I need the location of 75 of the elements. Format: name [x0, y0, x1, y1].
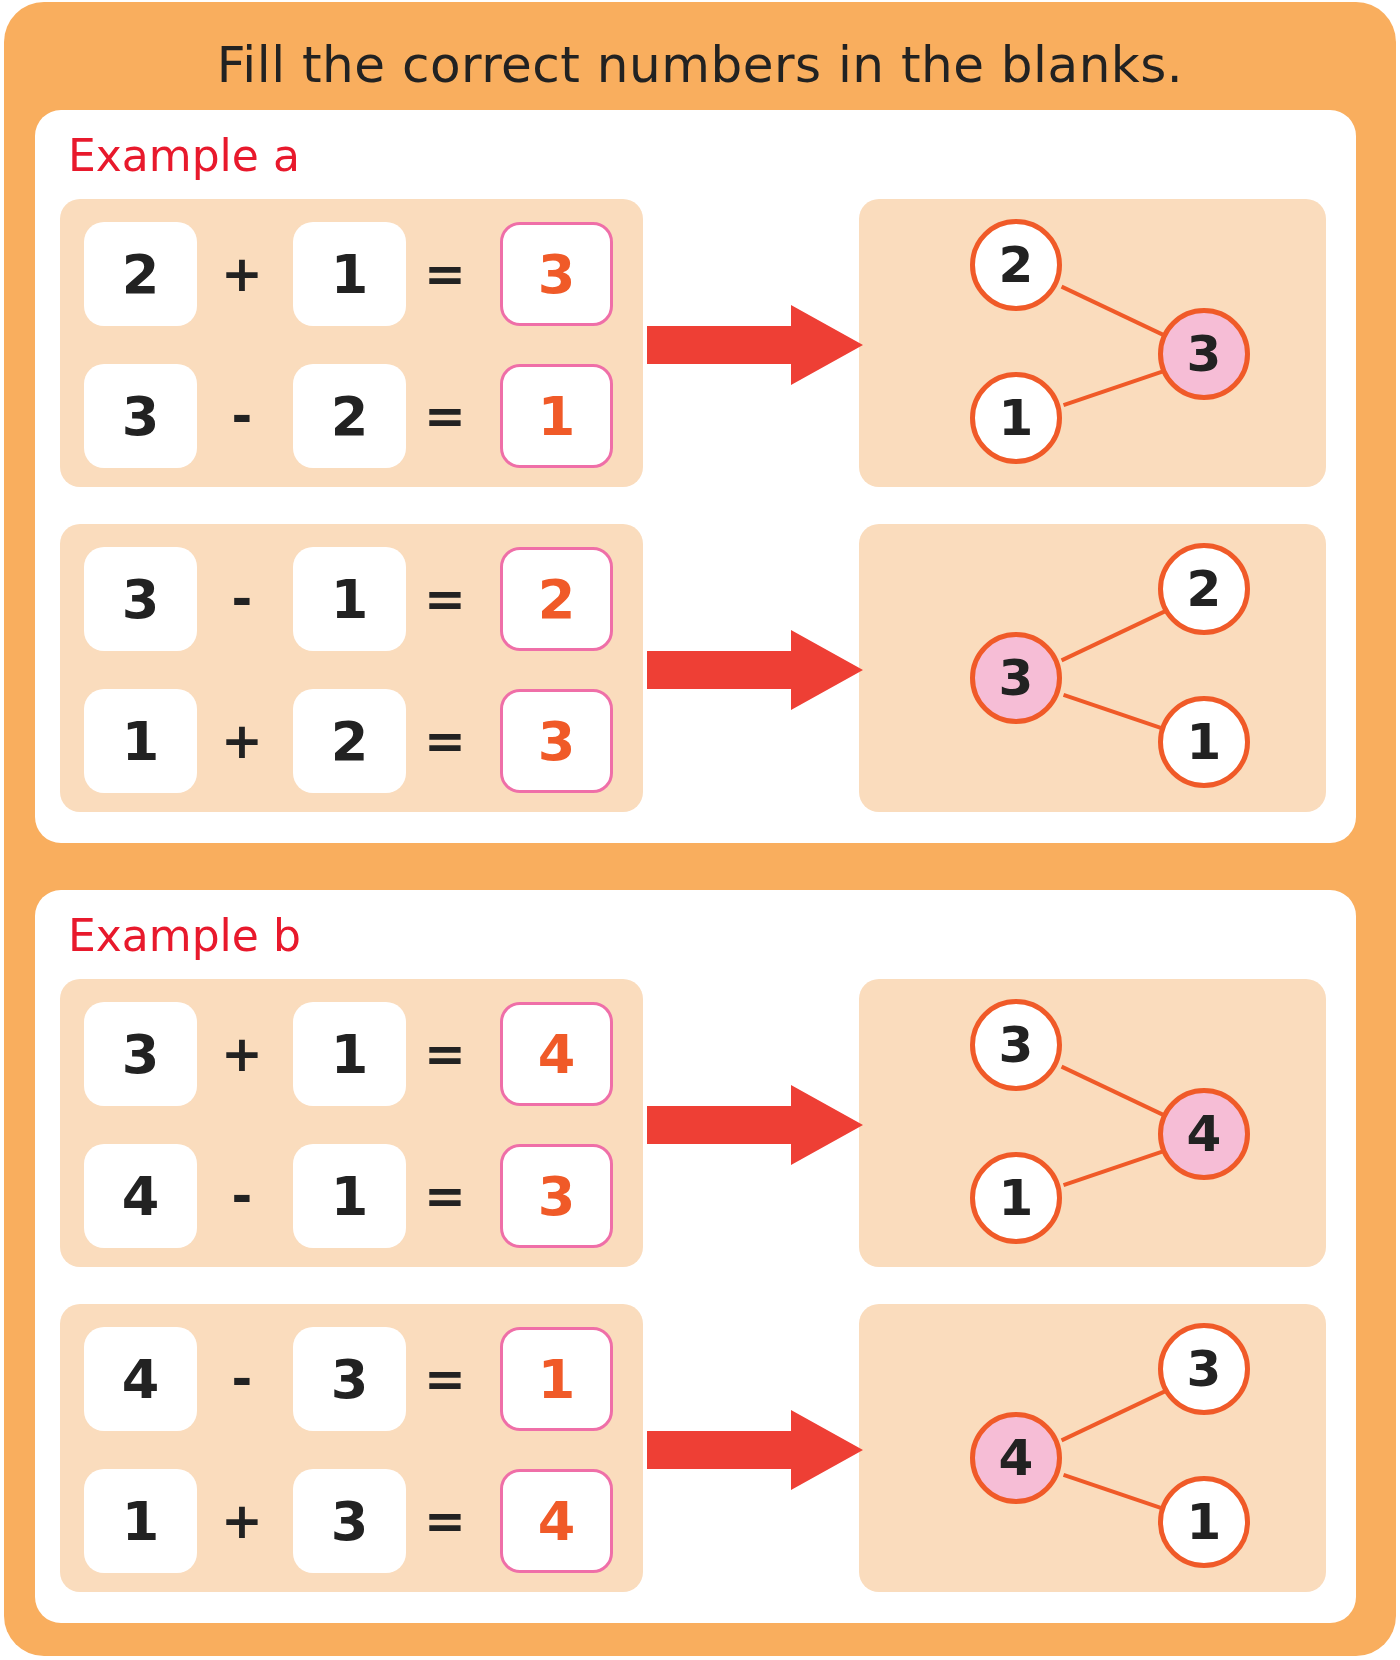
answer-box: 3 [500, 689, 613, 793]
operator-sign: + [221, 1029, 263, 1079]
number-circle: 4 [1158, 1088, 1250, 1180]
operator-sign: + [221, 1496, 263, 1546]
connector-line [1062, 1148, 1166, 1188]
number-bond-panel [859, 524, 1326, 812]
number-circle: 2 [970, 219, 1062, 311]
number-bond-panel [859, 199, 1326, 487]
arrow [647, 1410, 863, 1490]
answer-box: 4 [500, 1002, 613, 1106]
operator-sign: = [424, 1029, 466, 1079]
number-box: 1 [84, 689, 197, 793]
number-circle: 3 [1158, 1323, 1250, 1415]
answer-box: 3 [500, 1144, 613, 1248]
operator-sign: + [221, 249, 263, 299]
operator-sign: + [221, 716, 263, 766]
connector-line [1062, 368, 1166, 408]
operator-sign: = [424, 249, 466, 299]
number-box: 3 [293, 1327, 406, 1431]
example-heading: Example b [68, 910, 301, 961]
equation-panel [60, 1304, 643, 1592]
number-circle: 1 [1158, 1476, 1250, 1568]
number-box: 4 [84, 1144, 197, 1248]
example-panel [35, 110, 1356, 843]
number-box: 3 [84, 1002, 197, 1106]
number-circle: 3 [970, 632, 1062, 724]
operator-sign: = [424, 1171, 466, 1221]
number-box: 4 [84, 1327, 197, 1431]
number-box: 2 [84, 222, 197, 326]
arrow [647, 630, 863, 710]
number-box: 2 [293, 689, 406, 793]
number-circle: 3 [1158, 308, 1250, 400]
operator-sign: - [231, 1171, 253, 1221]
number-box: 3 [293, 1469, 406, 1573]
number-box: 1 [293, 222, 406, 326]
arrow [647, 1085, 863, 1165]
number-box: 3 [84, 364, 197, 468]
number-box: 1 [293, 1144, 406, 1248]
operator-sign: = [424, 1354, 466, 1404]
example-heading: Example a [68, 130, 300, 181]
number-box: 1 [293, 547, 406, 651]
equation-panel [60, 524, 643, 812]
number-bond-panel [859, 979, 1326, 1267]
operator-sign: - [231, 391, 253, 441]
number-circle: 1 [1158, 696, 1250, 788]
connector-line [1060, 608, 1168, 663]
arrow [647, 305, 863, 385]
number-bond-panel [859, 1304, 1326, 1592]
number-circle: 1 [970, 372, 1062, 464]
worksheet-title: Fill the correct numbers in the blanks. [215, 36, 1185, 94]
number-circle: 4 [970, 1412, 1062, 1504]
answer-box: 1 [500, 364, 613, 468]
connector-line [1060, 1388, 1168, 1443]
number-box: 2 [293, 364, 406, 468]
number-box: 3 [84, 547, 197, 651]
example-panel [35, 890, 1356, 1623]
answer-box: 4 [500, 1469, 613, 1573]
operator-sign: - [231, 1354, 253, 1404]
number-circle: 3 [970, 999, 1062, 1091]
operator-sign: = [424, 1496, 466, 1546]
equation-panel [60, 199, 643, 487]
equation-panel [60, 979, 643, 1267]
number-box: 1 [293, 1002, 406, 1106]
answer-box: 1 [500, 1327, 613, 1431]
operator-sign: - [231, 574, 253, 624]
connector-line [1060, 1064, 1168, 1119]
operator-sign: = [424, 574, 466, 624]
answer-box: 2 [500, 547, 613, 651]
number-circle: 1 [970, 1152, 1062, 1244]
connector-line [1060, 284, 1168, 339]
number-box: 1 [84, 1469, 197, 1573]
operator-sign: = [424, 391, 466, 441]
number-circle: 2 [1158, 543, 1250, 635]
answer-box: 3 [500, 222, 613, 326]
operator-sign: = [424, 716, 466, 766]
